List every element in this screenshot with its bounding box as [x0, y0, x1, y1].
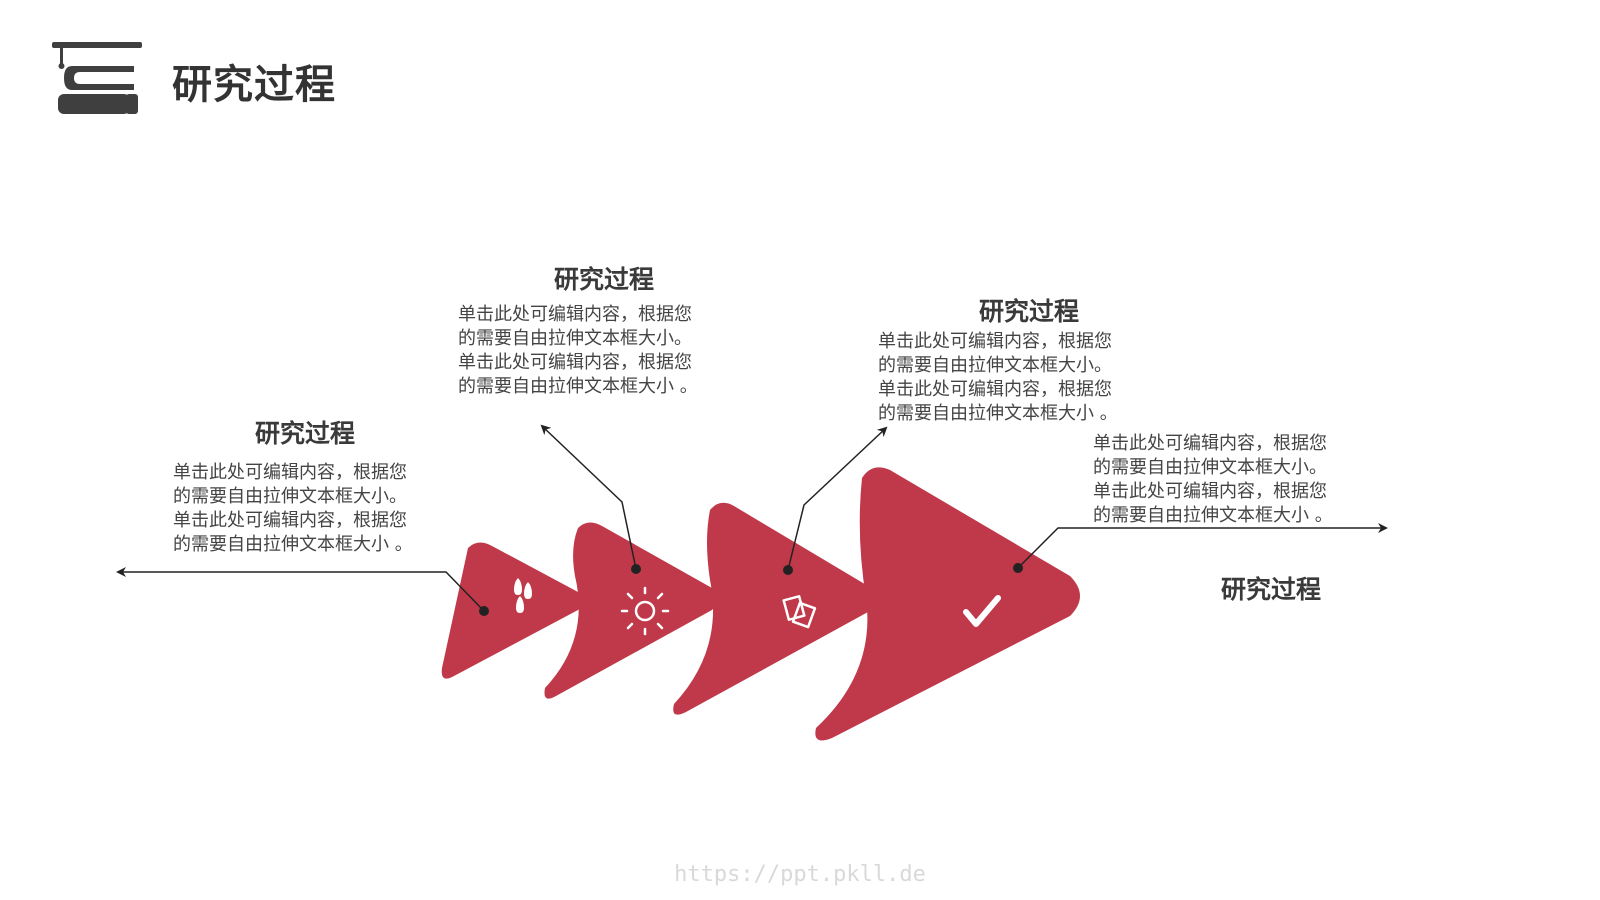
arrow-shape-2 — [544, 522, 719, 699]
step-3-title: 研究过程 — [978, 297, 1079, 326]
step-4-description: 单击此处可编辑内容，根据您 的需要自由拉伸文本框大小。 单击此处可编辑内容，根据… — [1093, 433, 1333, 526]
step-1-title: 研究过程 — [254, 419, 355, 448]
step-2-description: 单击此处可编辑内容，根据您 的需要自由拉伸文本框大小。 单击此处可编辑内容，根据… — [458, 304, 698, 397]
arrow-shape-4 — [815, 467, 1080, 741]
connector-2 — [540, 424, 641, 574]
step-1-description: 单击此处可编辑内容，根据您 的需要自由拉伸文本框大小。 单击此处可编辑内容，根据… — [173, 462, 413, 555]
connector-1 — [116, 567, 489, 616]
sun-icon — [620, 586, 670, 636]
connector-3 — [783, 426, 888, 575]
checkmark-icon — [963, 595, 1001, 627]
step-2-title: 研究过程 — [553, 265, 654, 294]
page-title: 研究过程 — [172, 62, 336, 108]
stacked-books-icon — [52, 42, 142, 114]
arrow-shape-1 — [441, 542, 585, 679]
watermark: https://ppt.pkll.de — [674, 862, 926, 887]
connector-4 — [1013, 523, 1388, 573]
step-3-description: 单击此处可编辑内容，根据您 的需要自由拉伸文本框大小。 单击此处可编辑内容，根据… — [878, 331, 1118, 424]
step-4-title: 研究过程 — [1220, 575, 1321, 604]
cards-icon — [782, 595, 817, 629]
water-drops-icon — [514, 578, 532, 613]
arrow-shape-3 — [673, 502, 875, 715]
